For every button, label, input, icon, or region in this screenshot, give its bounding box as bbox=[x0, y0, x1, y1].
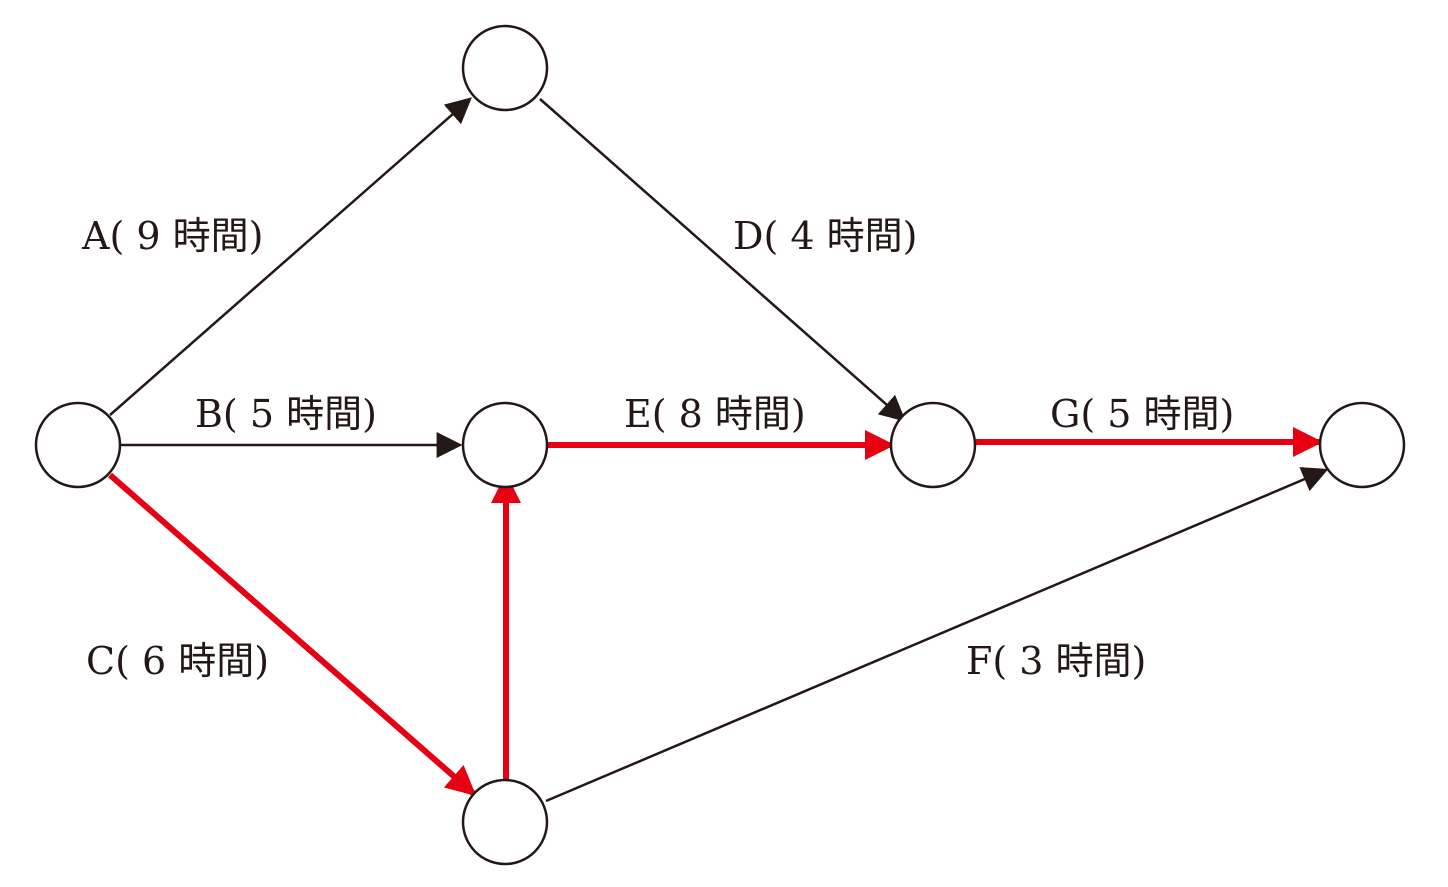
node-6 bbox=[1318, 401, 1406, 489]
edge-a bbox=[109, 97, 472, 416]
node-2 bbox=[461, 24, 549, 112]
edge-label-b: B( 5 時間) bbox=[195, 392, 377, 436]
edge-d bbox=[539, 98, 906, 422]
edge-c bbox=[108, 472, 477, 797]
edge-label-d: D( 4 時間) bbox=[733, 214, 917, 258]
edge-label-g: G( 5 時間) bbox=[1050, 392, 1234, 436]
edge-label-e: E( 8 時間) bbox=[624, 392, 806, 436]
node-4 bbox=[889, 401, 977, 489]
edge-label-a: A( 9 時間) bbox=[81, 214, 263, 258]
node-1 bbox=[34, 401, 122, 489]
edge-label-f: F( 3 時間) bbox=[966, 639, 1146, 683]
node-5 bbox=[461, 778, 549, 866]
edge-f bbox=[545, 467, 1329, 803]
edge-label-c: C( 6 時間) bbox=[86, 639, 269, 683]
node-3 bbox=[461, 401, 549, 489]
